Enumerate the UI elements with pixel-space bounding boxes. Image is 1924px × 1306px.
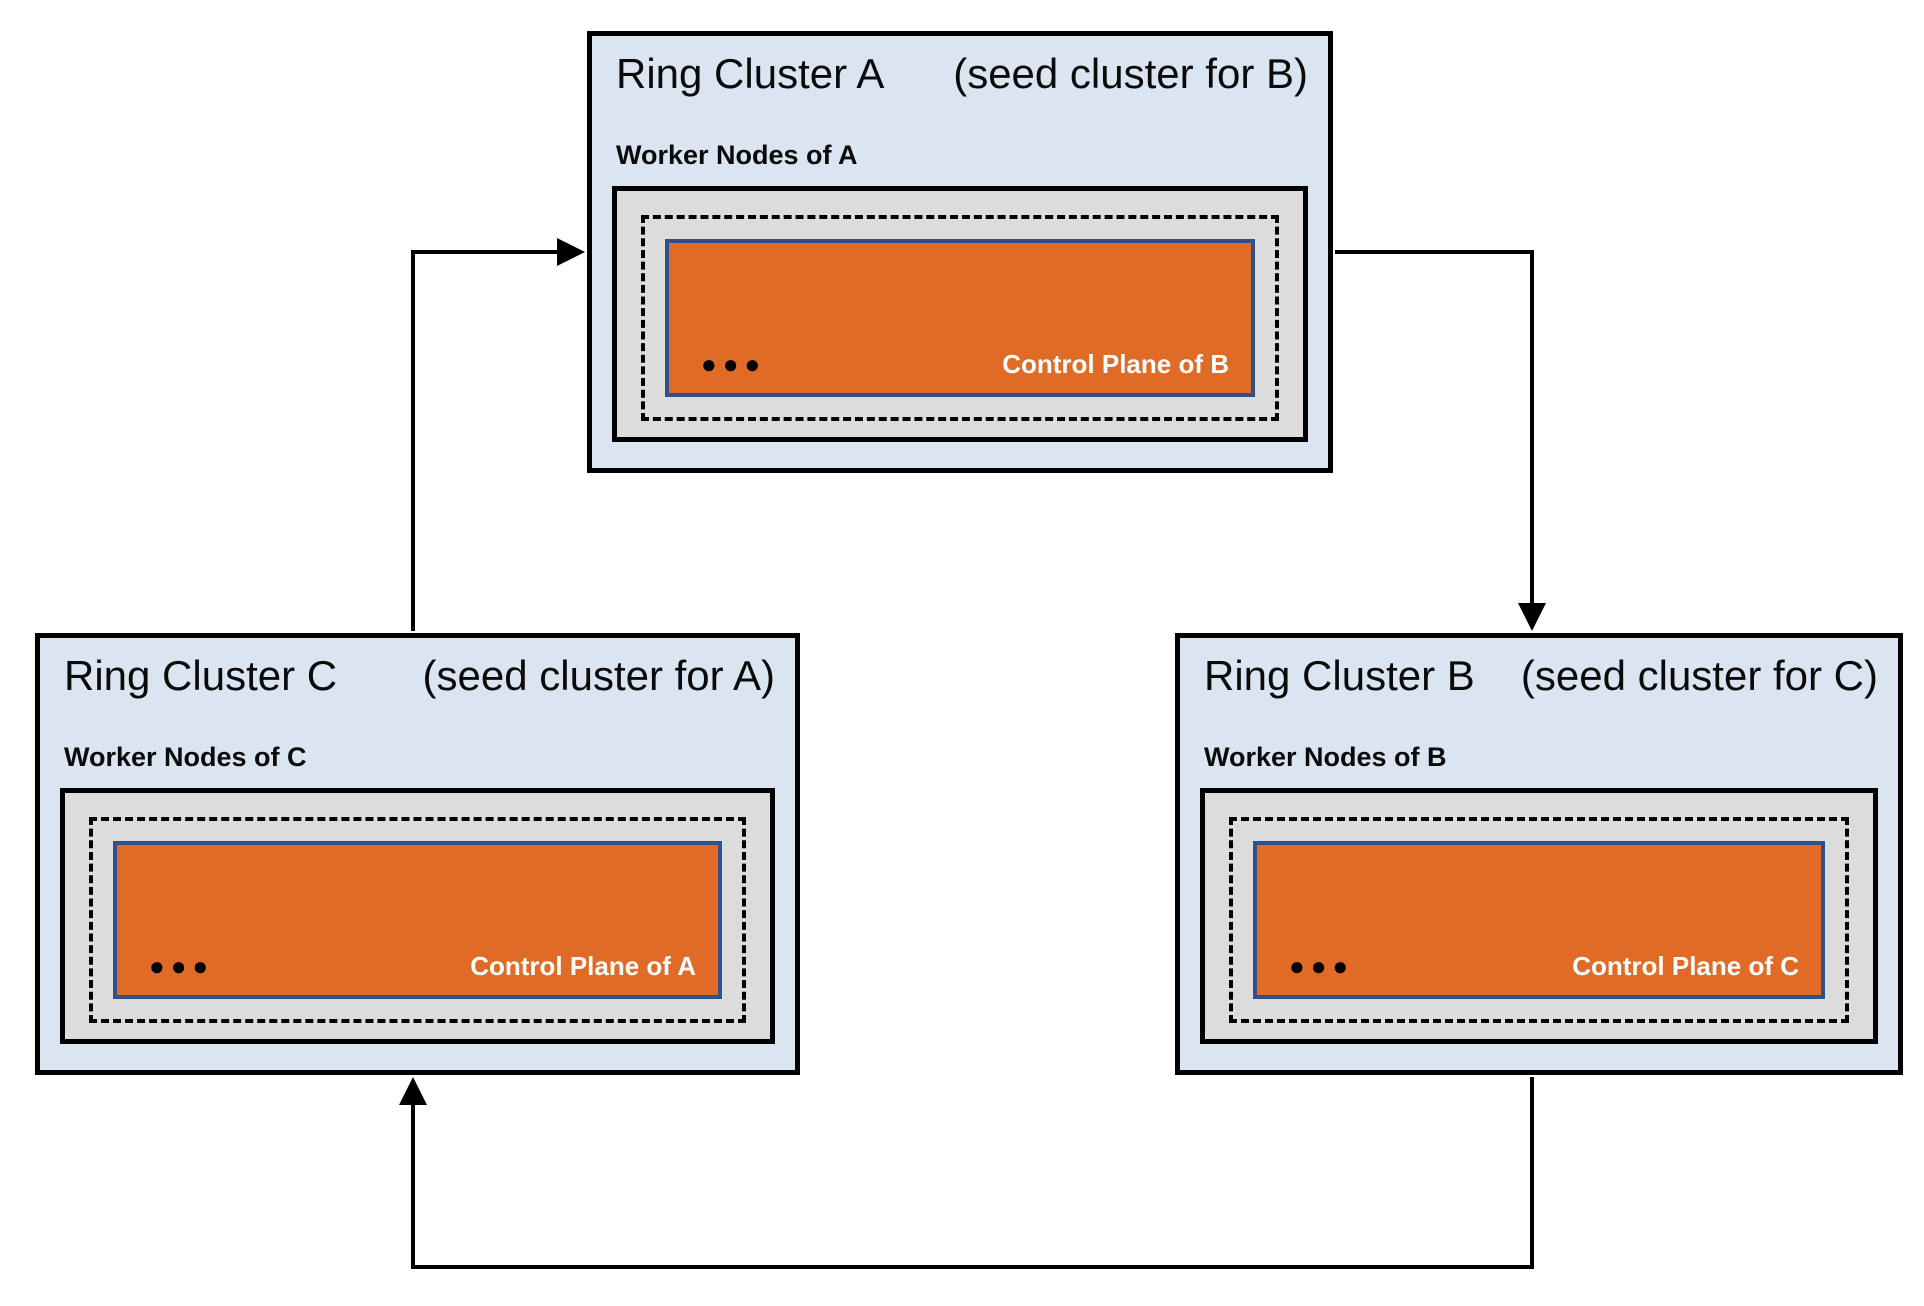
- cluster-c-worker-nodes-label: Worker Nodes of C: [64, 742, 307, 772]
- cluster-c-title: Ring Cluster C: [64, 652, 338, 699]
- cluster-a: Ring Cluster A (seed cluster for B) Work…: [587, 31, 1333, 473]
- arrow-c-to-a: [411, 238, 585, 631]
- cluster-c: Ring Cluster C (seed cluster for A) Work…: [35, 633, 800, 1075]
- cluster-a-worker-nodes-label: Worker Nodes of A: [616, 140, 858, 170]
- arrow-b-to-c: [399, 1077, 1534, 1269]
- cluster-b-title: Ring Cluster B: [1204, 652, 1475, 699]
- cluster-a-control-plane-label: Control Plane of B: [1002, 349, 1229, 379]
- cluster-b-worker-nodes-box: ●●● Control Plane of C: [1200, 788, 1878, 1044]
- cluster-a-seed-note: (seed cluster for B): [953, 50, 1308, 97]
- arrow-a-to-b: [1335, 250, 1546, 631]
- cluster-c-control-plane-label: Control Plane of A: [470, 951, 696, 981]
- cluster-c-seed-note: (seed cluster for A): [422, 652, 775, 699]
- cluster-c-title-row: Ring Cluster C (seed cluster for A): [64, 650, 775, 702]
- cluster-b-seed-note: (seed cluster for C): [1520, 652, 1878, 699]
- cluster-a-title-row: Ring Cluster A (seed cluster for B): [616, 48, 1308, 100]
- cluster-c-ellipsis-dots: ●●●: [149, 951, 215, 981]
- cluster-a-title: Ring Cluster A: [616, 50, 885, 97]
- cluster-c-pod-dashed-box: ●●● Control Plane of A: [89, 817, 746, 1023]
- cluster-a-control-plane-box: ●●● Control Plane of B: [665, 239, 1255, 397]
- cluster-a-worker-nodes-box: ●●● Control Plane of B: [612, 186, 1308, 442]
- cluster-a-ellipsis-dots: ●●●: [701, 349, 767, 379]
- cluster-b-title-row: Ring Cluster B (seed cluster for C): [1204, 650, 1878, 702]
- cluster-b-pod-dashed-box: ●●● Control Plane of C: [1229, 817, 1849, 1023]
- cluster-b-control-plane-label: Control Plane of C: [1572, 951, 1799, 981]
- cluster-c-control-plane-box: ●●● Control Plane of A: [113, 841, 722, 999]
- cluster-a-pod-dashed-box: ●●● Control Plane of B: [641, 215, 1279, 421]
- cluster-c-worker-nodes-box: ●●● Control Plane of A: [60, 788, 775, 1044]
- cluster-b-ellipsis-dots: ●●●: [1289, 951, 1355, 981]
- cluster-b-control-plane-box: ●●● Control Plane of C: [1253, 841, 1825, 999]
- cluster-b-worker-nodes-label: Worker Nodes of B: [1204, 742, 1447, 772]
- cluster-b: Ring Cluster B (seed cluster for C) Work…: [1175, 633, 1903, 1075]
